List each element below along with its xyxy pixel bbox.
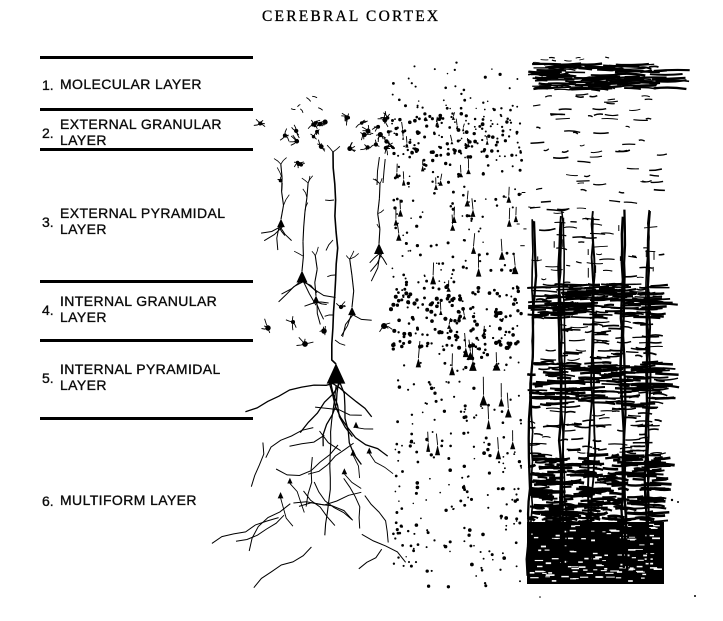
layer-number: 6.	[42, 493, 54, 509]
page-title: CEREBRAL CORTEX	[262, 8, 441, 25]
layer-number: 1.	[42, 77, 54, 93]
layer-name: INTERNAL GRANULAR LAYER	[60, 293, 218, 325]
layer-divider-3	[40, 148, 253, 151]
layer-divider-2	[40, 108, 253, 111]
layer-divider-1	[40, 56, 253, 59]
layer-name: INTERNAL PYRAMIDAL LAYER	[60, 361, 221, 393]
layer-label-external-pyramidal: 3. EXTERNAL PYRAMIDAL LAYER	[42, 205, 256, 237]
layer-label-external-granular: 2. EXTERNAL GRANULAR LAYER	[42, 116, 256, 148]
layer-divider-4	[40, 280, 253, 283]
layer-name: MULTIFORM LAYER	[60, 492, 197, 509]
layer-divider-5	[40, 339, 253, 342]
golgi-neurons-panel	[211, 95, 406, 589]
weigert-fiber-panel	[516, 56, 696, 598]
layer-name: EXTERNAL PYRAMIDAL LAYER	[60, 205, 225, 237]
layer-number: 4.	[42, 301, 54, 318]
layer-label-molecular: 1. MOLECULAR LAYER	[42, 76, 256, 94]
layer-divider-6	[40, 417, 253, 420]
layer-number: 3.	[42, 213, 54, 230]
layer-label-multiform: 6. MULTIFORM LAYER	[42, 492, 256, 510]
layer-number: 5.	[42, 369, 54, 386]
layer-label-internal-granular: 4. INTERNAL GRANULAR LAYER	[42, 293, 256, 325]
layer-name: MOLECULAR LAYER	[60, 76, 202, 93]
layer-number: 2.	[42, 124, 54, 141]
nissl-cell-body-panel	[388, 61, 524, 589]
layer-name: EXTERNAL GRANULAR LAYER	[60, 116, 222, 148]
layer-label-internal-pyramidal: 5. INTERNAL PYRAMIDAL LAYER	[42, 361, 256, 393]
